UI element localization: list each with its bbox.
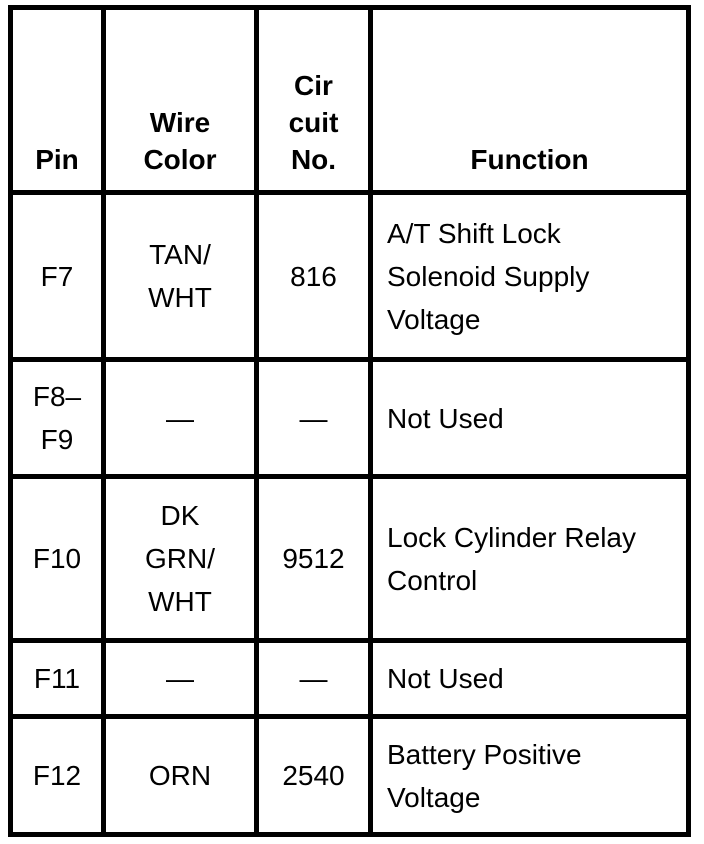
header-circuit-no: Cir cuit No. — [254, 5, 373, 195]
pin-cell: F12 — [8, 714, 106, 837]
pin-cell: F11 — [8, 638, 106, 719]
header-function: Function — [368, 5, 691, 195]
circuit-no-cell: 2540 — [254, 714, 373, 837]
wire-color-cell: — — [101, 638, 259, 719]
circuit-no-cell: 816 — [254, 190, 373, 362]
function-cell: Battery Positive Voltage — [368, 714, 691, 837]
table-row: F8– F9 — — Not Used — [8, 357, 691, 479]
header-pin: Pin — [8, 5, 106, 195]
table-row: F10 DK GRN/ WHT 9512 Lock Cylinder Relay… — [8, 474, 691, 643]
pin-function-table: Pin Wire Color Cir cuit No. Function F7 … — [8, 5, 691, 837]
pin-cell: F8– F9 — [8, 357, 106, 479]
pin-cell: F10 — [8, 474, 106, 643]
wire-color-cell: ORN — [101, 714, 259, 837]
wire-color-cell: DK GRN/ WHT — [101, 474, 259, 643]
circuit-no-cell: — — [254, 638, 373, 719]
circuit-no-cell: 9512 — [254, 474, 373, 643]
pin-function-table-container: Pin Wire Color Cir cuit No. Function F7 … — [8, 5, 691, 837]
function-cell: Not Used — [368, 357, 691, 479]
header-wire-color: Wire Color — [101, 5, 259, 195]
table-row: F7 TAN/ WHT 816 A/T Shift Lock Solenoid … — [8, 190, 691, 362]
function-cell: Not Used — [368, 638, 691, 719]
function-cell: A/T Shift Lock Solenoid Supply Voltage — [368, 190, 691, 362]
circuit-no-cell: — — [254, 357, 373, 479]
table-row: F12 ORN 2540 Battery Positive Voltage — [8, 714, 691, 837]
pin-cell: F7 — [8, 190, 106, 362]
header-row: Pin Wire Color Cir cuit No. Function — [8, 5, 691, 195]
function-cell: Lock Cylinder Relay Control — [368, 474, 691, 643]
wire-color-cell: TAN/ WHT — [101, 190, 259, 362]
table-row: F11 — — Not Used — [8, 638, 691, 719]
wire-color-cell: — — [101, 357, 259, 479]
